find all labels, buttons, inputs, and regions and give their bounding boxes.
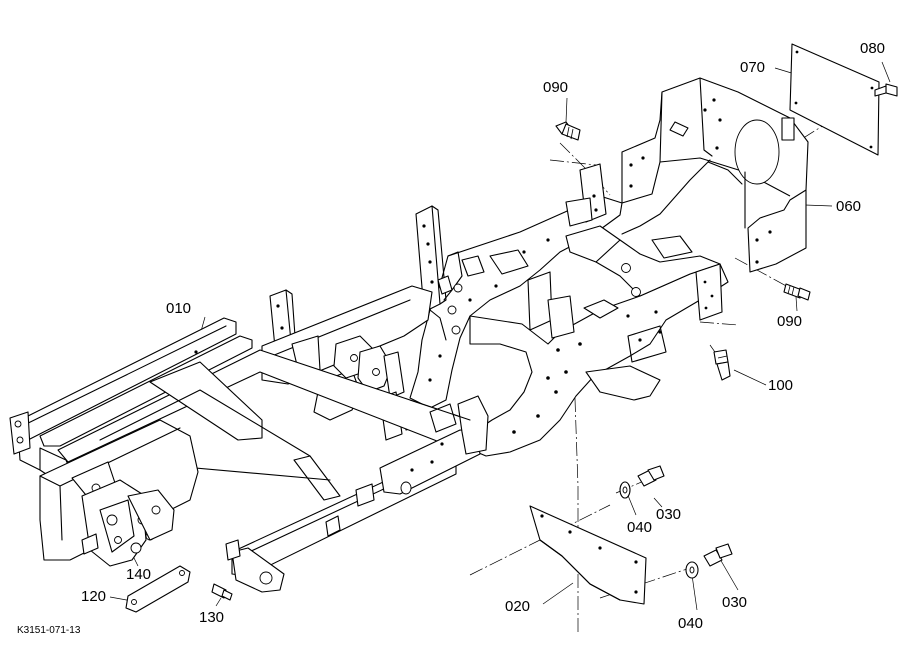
strap-140 xyxy=(125,565,191,613)
callout-040-lower: 040 xyxy=(678,615,704,632)
front-frame-010 xyxy=(9,317,489,593)
callout-090-upper: 090 xyxy=(543,79,569,96)
callout-060: 060 xyxy=(836,198,862,215)
fitting-100 xyxy=(713,349,731,381)
callout-020: 020 xyxy=(505,598,531,615)
callout-140: 140 xyxy=(126,566,152,583)
rear-cover-060 xyxy=(621,77,809,273)
callout-030-upper: 030 xyxy=(656,506,682,523)
callout-130: 130 xyxy=(199,609,225,626)
guard-plate-020 xyxy=(529,505,647,605)
bolt-080 xyxy=(874,83,898,97)
main-frame-rear-section xyxy=(409,163,729,457)
callout-080: 080 xyxy=(860,40,886,57)
callout-070: 070 xyxy=(740,59,766,76)
callout-100: 100 xyxy=(768,377,794,394)
washer-040-lower xyxy=(685,561,699,579)
bolt-090-lower xyxy=(783,283,811,301)
callout-010: 010 xyxy=(166,300,192,317)
callout-030-lower: 030 xyxy=(722,594,748,611)
callout-040-upper: 040 xyxy=(627,519,653,536)
cover-plate-070 xyxy=(789,43,880,156)
bolt-030-lower xyxy=(703,543,733,567)
bolt-090-upper xyxy=(555,121,581,141)
washer-040-upper xyxy=(619,481,631,499)
callout-090-lower: 090 xyxy=(777,313,803,330)
drawing-reference-number: K3151-071-13 xyxy=(17,625,81,636)
bolt-030-upper xyxy=(637,465,665,487)
callout-120: 120 xyxy=(81,588,107,605)
bolt-130 xyxy=(211,583,233,601)
